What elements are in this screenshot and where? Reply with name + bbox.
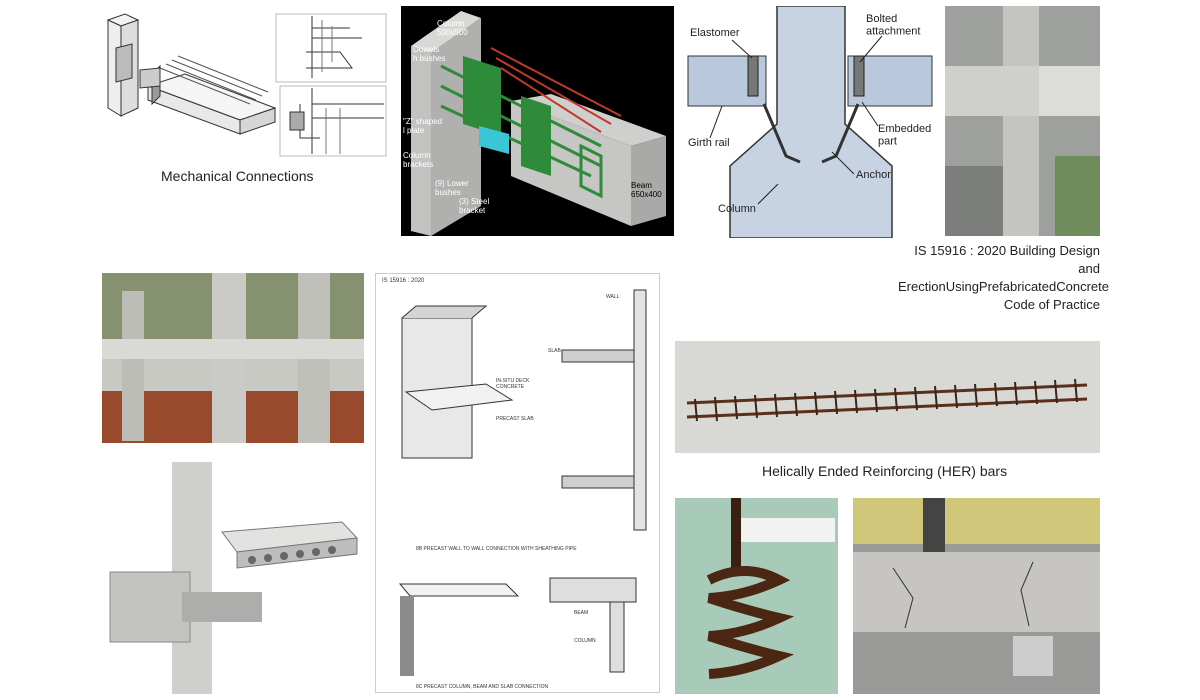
- sheet-caption-wall: 8B PRECAST WALL TO WALL CONNECTION WITH …: [416, 546, 577, 552]
- caption-mechanical-connections: Mechanical Connections: [161, 168, 314, 184]
- sheet-caption-beam: 8C PRECAST COLUMN, BEAM AND SLAB CONNECT…: [416, 684, 549, 690]
- sheet-label-beam: BEAM: [574, 610, 588, 616]
- sheet-label-column: COLUMN: [574, 638, 596, 644]
- precast-frame-site-photo: [102, 273, 364, 443]
- label-girth-rail: Girth rail: [688, 137, 730, 149]
- helical-coil-photo: [675, 498, 838, 694]
- label-elastomer: Elastomer: [690, 27, 740, 39]
- caption-is-code-line3: Code of Practice: [1003, 297, 1100, 312]
- label-column: Column: [718, 203, 756, 215]
- beam-load-test-photo: [853, 498, 1100, 694]
- precast-column-photo: [945, 6, 1100, 236]
- sheet-header: IS 15916 : 2020: [382, 278, 425, 284]
- sheet-label-precast-slab: PRECAST SLAB: [496, 416, 534, 422]
- caption-her-bars: Helically Ended Reinforcing (HER) bars: [762, 463, 1008, 479]
- caption-is-code: IS 15916 : 2020 Building Design and Erec…: [898, 242, 1109, 314]
- label-anchor: Anchor: [856, 169, 891, 181]
- sheet-label-wall: WALL: [606, 294, 620, 300]
- caption-is-code-line1: IS 15916 : 2020 Building Design and: [914, 243, 1100, 276]
- mechanical-connections-drawing: [100, 8, 390, 158]
- sheet-label-slab: SLAB: [548, 348, 561, 354]
- caption-is-code-line2: ErectionUsingPrefabricatedConcrete: [898, 279, 1109, 294]
- hollow-core-slab-connection-render: [102, 462, 364, 694]
- her-bar-photo: [675, 341, 1100, 453]
